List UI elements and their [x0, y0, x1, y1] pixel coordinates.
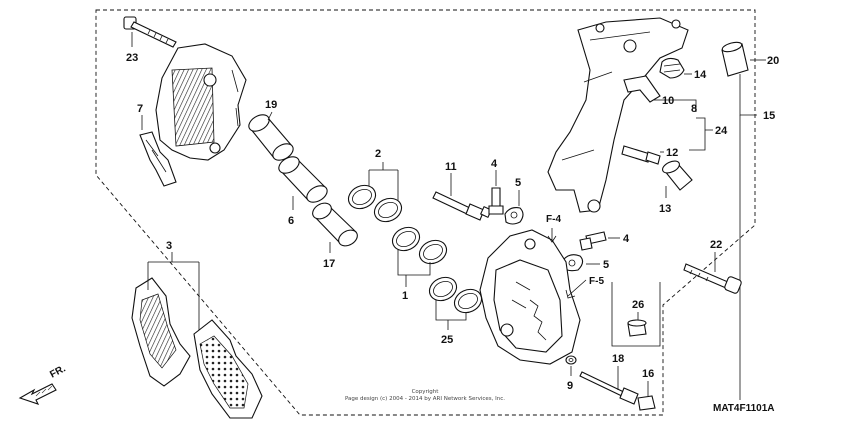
part-3-brake-pads[interactable]: [131, 277, 263, 419]
callout-5-upper[interactable]: 5: [515, 177, 521, 189]
callout-23[interactable]: 23: [126, 52, 138, 64]
part-6-boot[interactable]: [276, 153, 330, 205]
part-20-bushing[interactable]: [721, 41, 749, 77]
callout-6[interactable]: 6: [288, 215, 294, 227]
callout-5-lower[interactable]: 5: [603, 259, 609, 271]
callout-7[interactable]: 7: [137, 103, 143, 115]
reference-f4[interactable]: F-4: [546, 214, 561, 225]
callout-13[interactable]: 13: [659, 203, 671, 215]
callout-19[interactable]: 19: [265, 99, 277, 111]
part-1-pistons[interactable]: [389, 223, 451, 268]
callout-2[interactable]: 2: [375, 148, 381, 160]
part-22-bolt[interactable]: [683, 263, 742, 294]
part-2-piston-seals[interactable]: [345, 181, 406, 226]
callout-20[interactable]: 20: [767, 55, 779, 67]
callout-10[interactable]: 10: [662, 95, 674, 107]
part-16-cap[interactable]: [637, 395, 656, 411]
caliper-cover[interactable]: [155, 43, 247, 161]
callout-11[interactable]: 11: [445, 161, 457, 173]
part-23-bolt[interactable]: [123, 16, 177, 48]
front-direction-arrow-icon: [18, 383, 57, 405]
part-14-boot[interactable]: [659, 57, 685, 79]
callout-4-upper[interactable]: 4: [491, 158, 498, 170]
part-5-cap-upper[interactable]: [504, 207, 524, 225]
callout-22[interactable]: 22: [710, 239, 722, 251]
callout-15[interactable]: 15: [763, 110, 775, 122]
callout-9[interactable]: 9: [567, 380, 573, 392]
caliper-body[interactable]: [479, 229, 581, 365]
copyright-line-2: Page design (c) 2004 - 2014 by ARI Netwo…: [345, 396, 505, 402]
callout-14[interactable]: 14: [694, 69, 707, 81]
part-17-boot[interactable]: [310, 200, 360, 249]
part-9-washer[interactable]: [565, 355, 577, 365]
callout-26[interactable]: 26: [632, 299, 644, 311]
part-10-clip[interactable]: [623, 75, 661, 103]
callout-4-lower[interactable]: 4: [623, 233, 630, 245]
part-13-bolt[interactable]: [661, 159, 693, 191]
callout-25[interactable]: 25: [441, 334, 453, 346]
part-7-pad-spring[interactable]: [139, 131, 177, 187]
callout-3[interactable]: 3: [166, 240, 172, 252]
caliper-bracket[interactable]: [547, 17, 689, 213]
reference-f5[interactable]: F-5: [589, 276, 604, 287]
callout-24[interactable]: 24: [715, 125, 728, 137]
part-18-pin-bolt[interactable]: [579, 371, 639, 405]
part-5-cap-lower[interactable]: [562, 254, 584, 272]
part-12-pin[interactable]: [621, 145, 661, 165]
callout-1[interactable]: 1: [402, 290, 408, 302]
part-11-slide-pin[interactable]: [432, 191, 493, 221]
callout-8[interactable]: 8: [691, 103, 697, 115]
callout-16[interactable]: 16: [642, 368, 654, 380]
callout-12[interactable]: 12: [666, 147, 678, 159]
part-25-seals[interactable]: [426, 273, 486, 317]
callout-17[interactable]: 17: [323, 258, 335, 270]
part-26-plug[interactable]: [627, 319, 647, 337]
callout-18[interactable]: 18: [612, 353, 624, 365]
part-4-bleeder-lower[interactable]: [579, 231, 607, 251]
front-direction-label: FR.: [48, 363, 68, 380]
part-4-bleeder-upper[interactable]: [488, 187, 504, 215]
diagram-code: MAT4F1101A: [713, 403, 775, 414]
part-19-sleeve[interactable]: [246, 111, 296, 163]
assembly-border: [95, 9, 756, 416]
copyright-line-1: Copyright: [412, 389, 440, 395]
